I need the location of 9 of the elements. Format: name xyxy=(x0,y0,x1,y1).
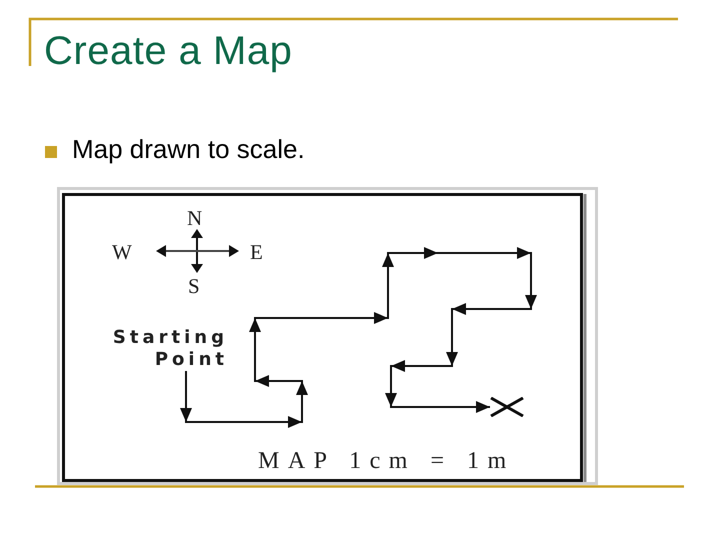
bullet-text: Map drawn to scale. xyxy=(72,134,305,164)
compass-letter: N xyxy=(187,207,202,229)
cross-mark xyxy=(490,397,524,417)
compass-letter: W xyxy=(112,241,132,263)
compass-letter: S xyxy=(188,275,200,297)
slide-title: Create a Map xyxy=(44,28,292,74)
route-start-label: Starting Point xyxy=(100,327,228,371)
compass-letter: E xyxy=(250,241,263,263)
scale-label: MAP 1cm = 1m xyxy=(258,448,515,474)
